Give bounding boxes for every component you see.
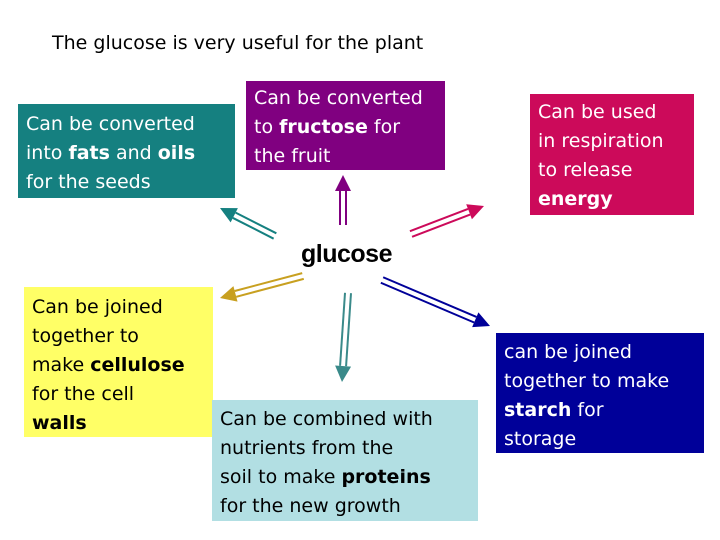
box-line: soil to make proteins: [220, 463, 470, 492]
text-segment: for: [571, 399, 604, 421]
box-line: for the seeds: [26, 168, 227, 197]
text-segment: for the new growth: [220, 495, 401, 517]
arrowhead-icon: [220, 286, 238, 302]
box-line: in respiration: [538, 127, 686, 156]
arrowhead-icon: [220, 208, 238, 223]
box-line: make cellulose: [32, 351, 205, 380]
text-segment: to release: [538, 159, 633, 181]
center-label-glucose: glucose: [301, 240, 392, 268]
arrowhead-icon: [472, 312, 490, 328]
text-segment: soil to make: [220, 466, 342, 488]
arrow-to-proteins: [335, 292, 352, 382]
arrowhead-icon: [335, 365, 352, 382]
box-line: Can be converted: [254, 84, 437, 113]
box-line: Can be converted: [26, 110, 227, 139]
text-segment: into: [26, 142, 69, 164]
keyword: fats: [68, 142, 110, 164]
arrow-to-cellulose: [220, 272, 305, 302]
text-segment: the fruit: [254, 145, 331, 167]
keyword: starch: [504, 399, 572, 421]
arrowhead-icon: [466, 204, 484, 220]
text-segment: to: [254, 116, 280, 138]
text-segment: make: [32, 354, 91, 376]
text-segment: Can be combined with: [220, 408, 433, 430]
box-line: for the cell: [32, 380, 205, 409]
arrowhead-icon: [335, 175, 351, 191]
fats-oils-box: Can be converted into fats and oils for th…: [18, 104, 235, 198]
box-line: nutrients from the: [220, 434, 470, 463]
text-segment: in respiration: [538, 130, 664, 152]
box-line: Can be combined with: [220, 405, 470, 434]
box-line: the fruit: [254, 142, 437, 171]
box-line: together to make: [504, 367, 696, 396]
box-line: Can be joined: [32, 293, 205, 322]
arrow-to-respiration: [409, 204, 484, 238]
box-line: into fats and oils: [26, 139, 227, 168]
keyword: energy: [538, 188, 613, 210]
text-segment: together to: [32, 325, 139, 347]
proteins-box: Can be combined with nutrients from the so…: [212, 400, 478, 521]
keyword: cellulose: [90, 354, 185, 376]
text-segment: for: [367, 116, 401, 138]
box-line: to fructose for: [254, 113, 437, 142]
arrow-to-fructose: [335, 175, 351, 225]
text-segment: nutrients from the: [220, 437, 394, 459]
text-segment: Can be used: [538, 101, 657, 123]
keyword: proteins: [341, 466, 431, 488]
fructose-box: Can be converted to fructose for the fruit: [246, 81, 445, 170]
text-segment: for the seeds: [26, 171, 151, 193]
box-line: storage: [504, 425, 696, 454]
box-line: can be joined: [504, 338, 696, 367]
respiration-box: Can be used in respiration to release energ…: [530, 94, 694, 215]
text-segment: Can be converted: [254, 87, 423, 109]
arrow-to-fats-oils: [220, 208, 277, 240]
diagram-title: The glucose is very useful for the plant: [52, 32, 424, 54]
text-segment: together to make: [504, 370, 670, 392]
box-line: to release: [538, 156, 686, 185]
box-line: starch for: [504, 396, 696, 425]
text-segment: storage: [504, 428, 577, 450]
keyword: fructose: [279, 116, 368, 138]
keyword: walls: [32, 412, 87, 434]
text-segment: for the cell: [32, 383, 135, 405]
text-segment: can be joined: [504, 341, 632, 363]
box-line: Can be used: [538, 98, 686, 127]
box-line: together to: [32, 322, 205, 351]
keyword: oils: [157, 142, 196, 164]
text-segment: and: [109, 142, 158, 164]
cellulose-box: Can be joined together to make cellulose fo…: [24, 287, 213, 437]
text-segment: Can be joined: [32, 296, 163, 318]
text-segment: Can be converted: [26, 113, 195, 135]
box-line: walls: [32, 409, 205, 438]
box-line: energy: [538, 185, 686, 214]
arrow-to-starch: [380, 276, 490, 328]
box-line: for the new growth: [220, 492, 470, 521]
